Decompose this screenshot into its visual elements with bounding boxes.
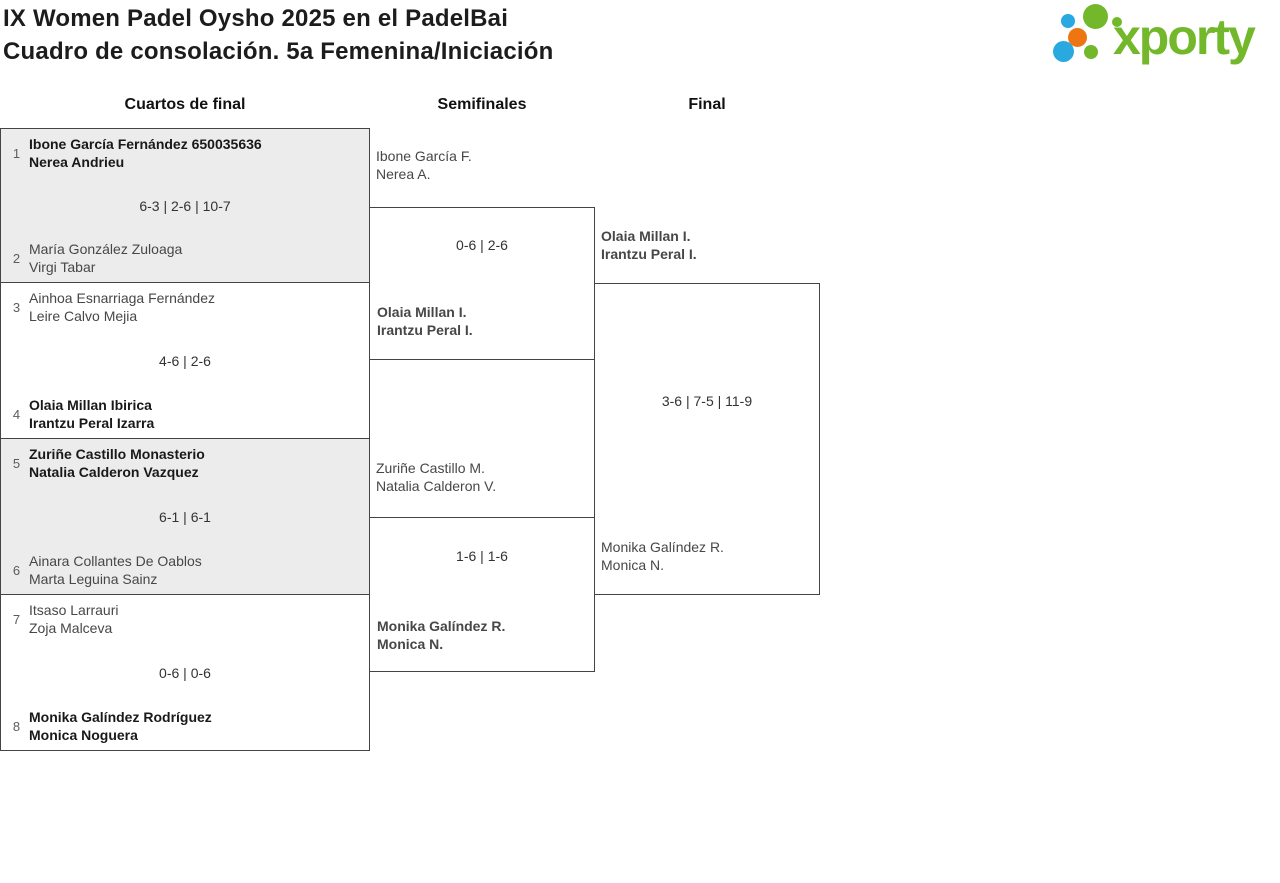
bracket-subtitle: Cuadro de consolación. 5a Femenina/Inici… — [3, 38, 554, 65]
match-quarterfinal-2: 3 Ainhoa Esnarriaga Fernández Leire Calv… — [0, 282, 370, 439]
match-quarterfinal-1: 1 Ibone García Fernández 650035636 Nerea… — [0, 128, 370, 283]
semifinal-2-team-2: Monika Galíndez R. Monica N. — [377, 618, 506, 652]
seed-number: 7 — [12, 611, 21, 627]
logo-dot-icon — [1061, 14, 1075, 28]
match-score: 6-1 | 6-1 — [159, 508, 211, 525]
team-row: 7 Itsaso Larrauri Zoja Malceva — [8, 601, 362, 637]
match-final-box — [594, 283, 820, 595]
tournament-title: IX Women Padel Oysho 2025 en el PadelBai — [3, 5, 509, 32]
logo-dot-icon — [1112, 17, 1122, 27]
logo-dot-icon — [1068, 28, 1087, 47]
seed-number: 1 — [12, 145, 21, 161]
semifinal-1-team-1: Ibone García F. Nerea A. — [376, 148, 472, 182]
seed-number: 5 — [12, 455, 21, 471]
match-score: 6-3 | 2-6 | 10-7 — [139, 197, 231, 214]
round-header-final: Final — [688, 96, 726, 113]
seed-number: 6 — [12, 562, 21, 578]
page-title: IX Women Padel Oysho 2025 en el PadelBai… — [3, 2, 553, 68]
final-team-1: Olaia Millan I. Irantzu Peral I. — [601, 228, 697, 262]
team-row: 1 Ibone García Fernández 650035636 Nerea… — [8, 135, 362, 171]
match-score: 3-6 | 7-5 | 11-9 — [661, 393, 753, 409]
match-score: 1-6 | 1-6 — [456, 548, 508, 564]
semifinal-2-team-1: Zuriñe Castillo M. Natalia Calderon V. — [376, 460, 497, 494]
seed-number: 8 — [12, 718, 21, 734]
team-names: Ibone García Fernández 650035636 Nerea A… — [29, 136, 262, 170]
seed-number: 3 — [12, 299, 21, 315]
match-quarterfinal-4: 7 Itsaso Larrauri Zoja Malceva 0-6 | 0-6… — [0, 594, 370, 751]
match-score: 0-6 | 0-6 — [159, 664, 211, 681]
team-names: Monika Galíndez Rodríguez Monica Noguera — [29, 709, 212, 743]
match-score: 0-6 | 2-6 — [456, 237, 508, 253]
team-row: 8 Monika Galíndez Rodríguez Monica Nogue… — [8, 708, 362, 744]
xporty-logo-text: xporty — [1113, 9, 1256, 65]
match-quarterfinal-3: 5 Zuriñe Castillo Monasterio Natalia Cal… — [0, 438, 370, 595]
team-names: Ainara Collantes De Oablos Marta Leguina… — [29, 553, 202, 587]
team-names: Itsaso Larrauri Zoja Malceva — [29, 602, 119, 636]
round-header-semifinals: Semifinales — [437, 96, 527, 113]
team-names: Zuriñe Castillo Monasterio Natalia Calde… — [29, 446, 205, 480]
round-header-quarterfinals: Cuartos de final — [124, 96, 246, 113]
seed-number: 2 — [12, 250, 21, 266]
logo-dot-icon — [1084, 45, 1098, 59]
logo-dot-icon — [1053, 41, 1074, 62]
team-row: 2 María González Zuloaga Virgi Tabar — [8, 240, 362, 276]
team-row: 4 Olaia Millan Ibirica Irantzu Peral Iza… — [8, 396, 362, 432]
team-names: María González Zuloaga Virgi Tabar — [29, 241, 183, 275]
logo-dot-icon — [1083, 4, 1108, 29]
final-team-2: Monika Galíndez R. Monica N. — [601, 539, 724, 573]
team-names: Olaia Millan Ibirica Irantzu Peral Izarr… — [29, 397, 155, 431]
team-row: 6 Ainara Collantes De Oablos Marta Legui… — [8, 552, 362, 588]
team-names: Ainhoa Esnarriaga Fernández Leire Calvo … — [29, 290, 216, 324]
team-row: 5 Zuriñe Castillo Monasterio Natalia Cal… — [8, 445, 362, 481]
semifinal-1-team-2: Olaia Millan I. Irantzu Peral I. — [377, 304, 473, 338]
match-score: 4-6 | 2-6 — [159, 352, 211, 369]
team-row: 3 Ainhoa Esnarriaga Fernández Leire Calv… — [8, 289, 362, 325]
seed-number: 4 — [12, 406, 21, 422]
xporty-logo[interactable]: xporty — [1045, 0, 1280, 70]
